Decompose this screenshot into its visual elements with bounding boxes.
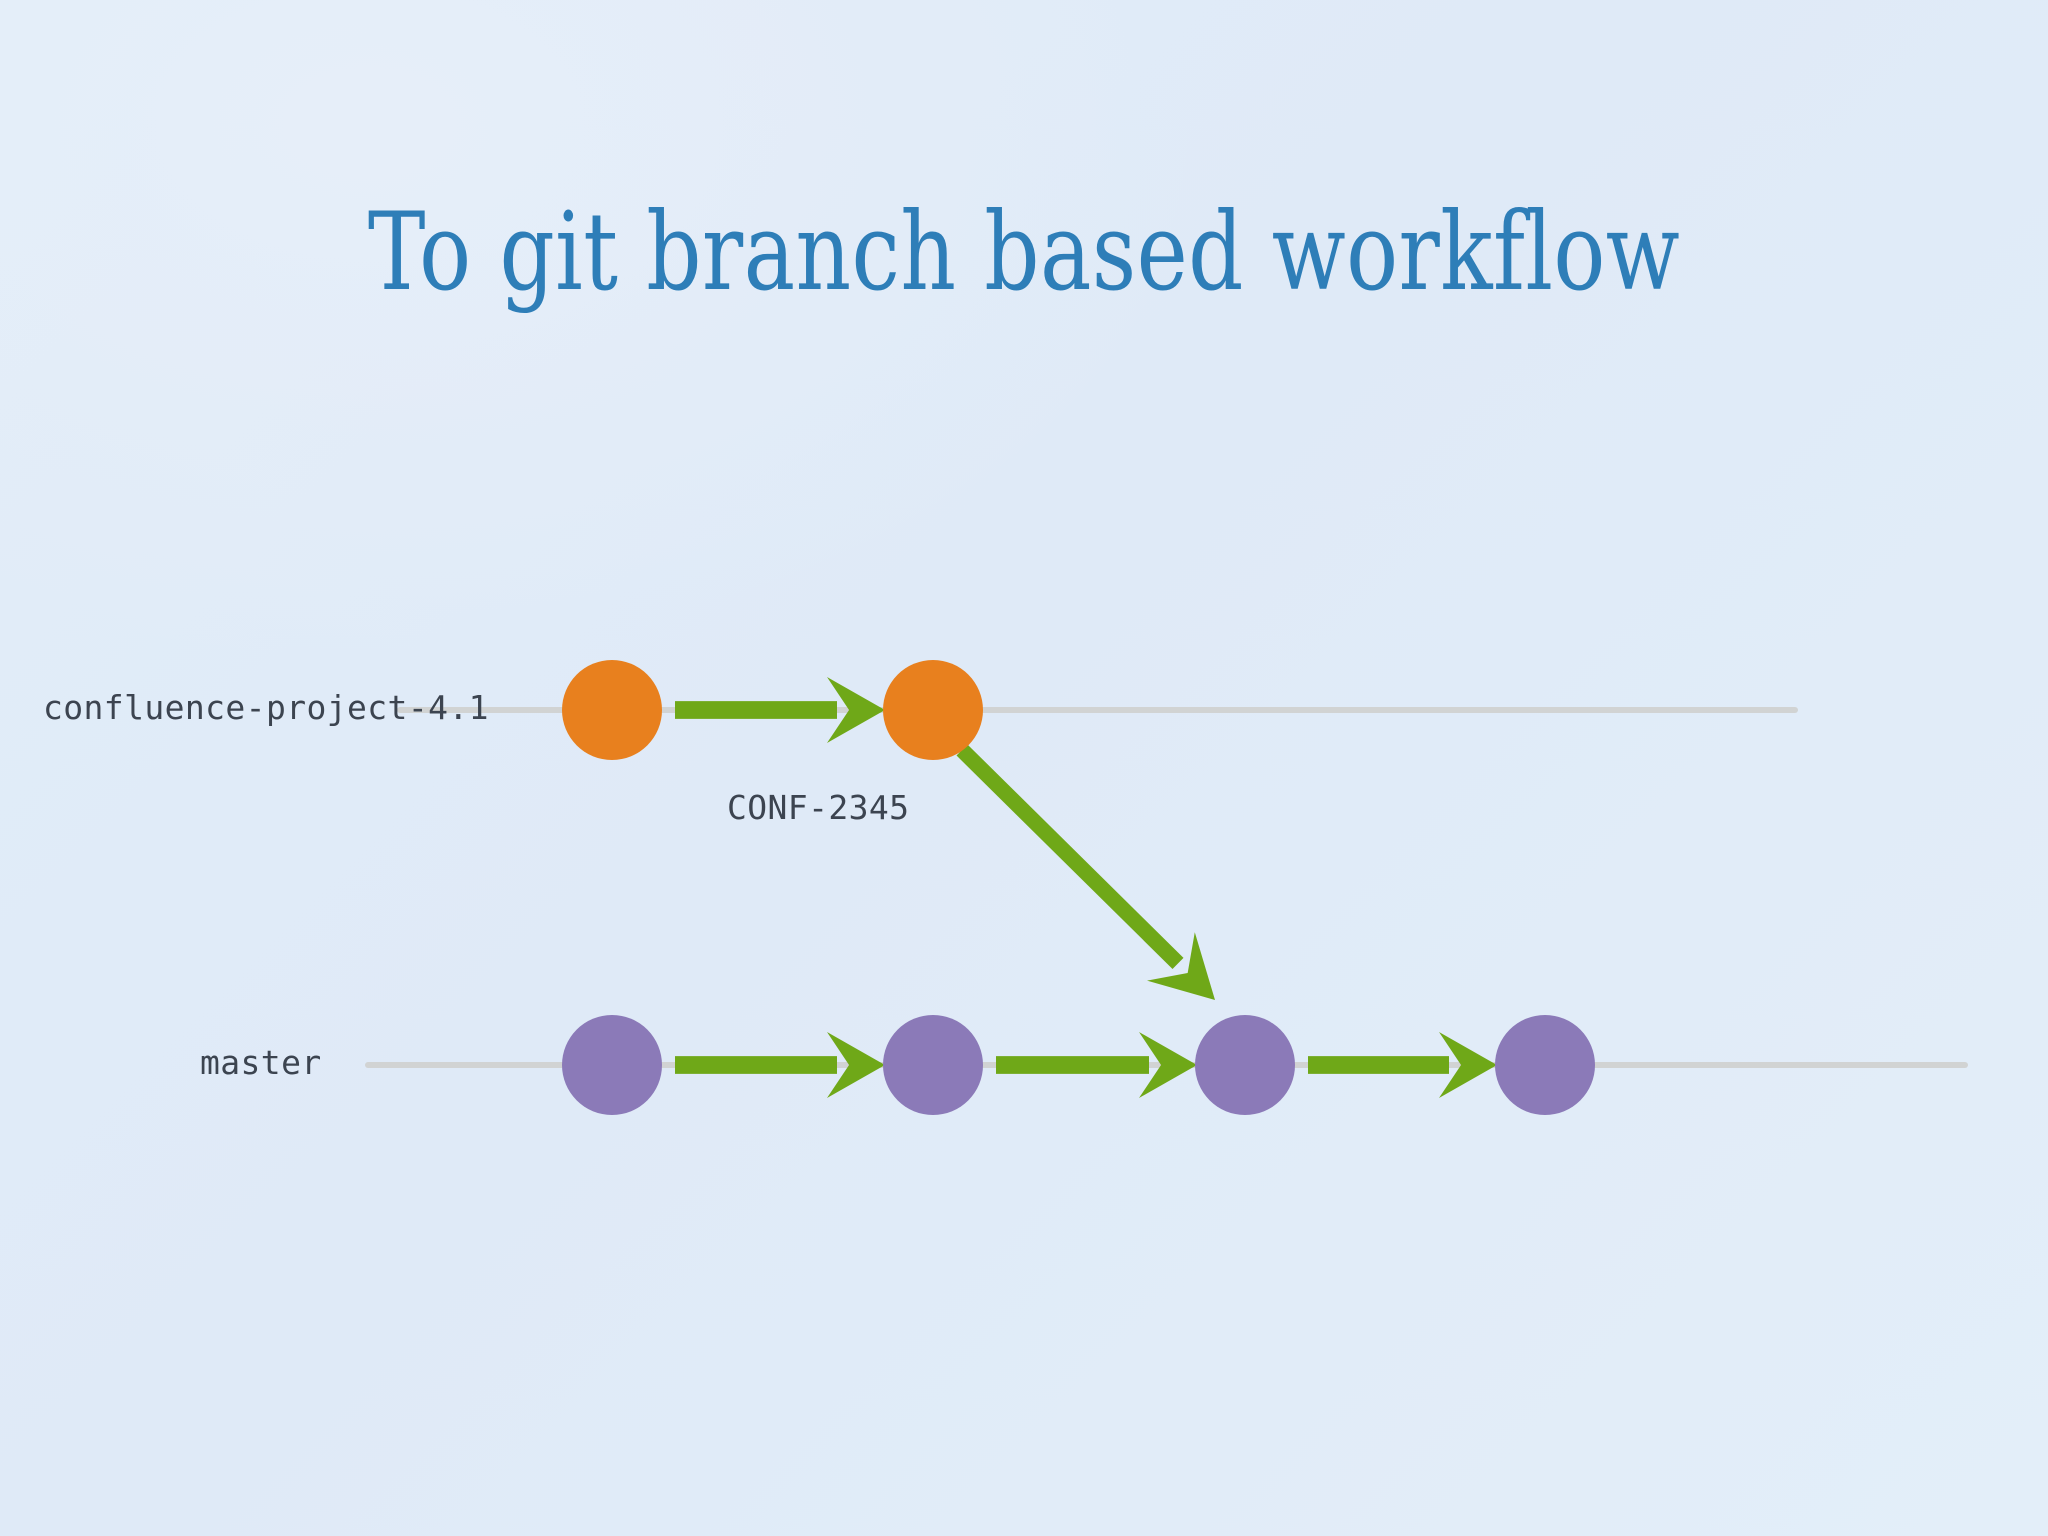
commit-node-master-1[interactable] bbox=[562, 1015, 662, 1115]
commit-node-master-3[interactable] bbox=[1195, 1015, 1295, 1115]
arrows-layer bbox=[675, 677, 1497, 1098]
branch-label-confluence: confluence-project-4.1 bbox=[43, 688, 489, 727]
commit-message-label: CONF-2345 bbox=[727, 788, 910, 827]
arrow-confluence-c1-c2 bbox=[675, 677, 885, 743]
arrow-master-c1-c2 bbox=[675, 1032, 885, 1098]
commit-node-confluence-2[interactable] bbox=[883, 660, 983, 760]
commit-nodes-layer bbox=[562, 660, 1595, 1115]
branch-lines bbox=[365, 707, 1968, 1068]
commit-node-confluence-1[interactable] bbox=[562, 660, 662, 760]
arrow-merge-conf-to-master bbox=[956, 744, 1215, 1000]
arrow-master-c3-c4 bbox=[1308, 1032, 1497, 1098]
arrow-master-c2-c3 bbox=[996, 1032, 1197, 1098]
page-title: To git branch based workflow bbox=[367, 190, 1681, 315]
branch-label-master: master bbox=[200, 1043, 322, 1082]
commit-node-master-2[interactable] bbox=[883, 1015, 983, 1115]
commit-node-master-4[interactable] bbox=[1495, 1015, 1595, 1115]
